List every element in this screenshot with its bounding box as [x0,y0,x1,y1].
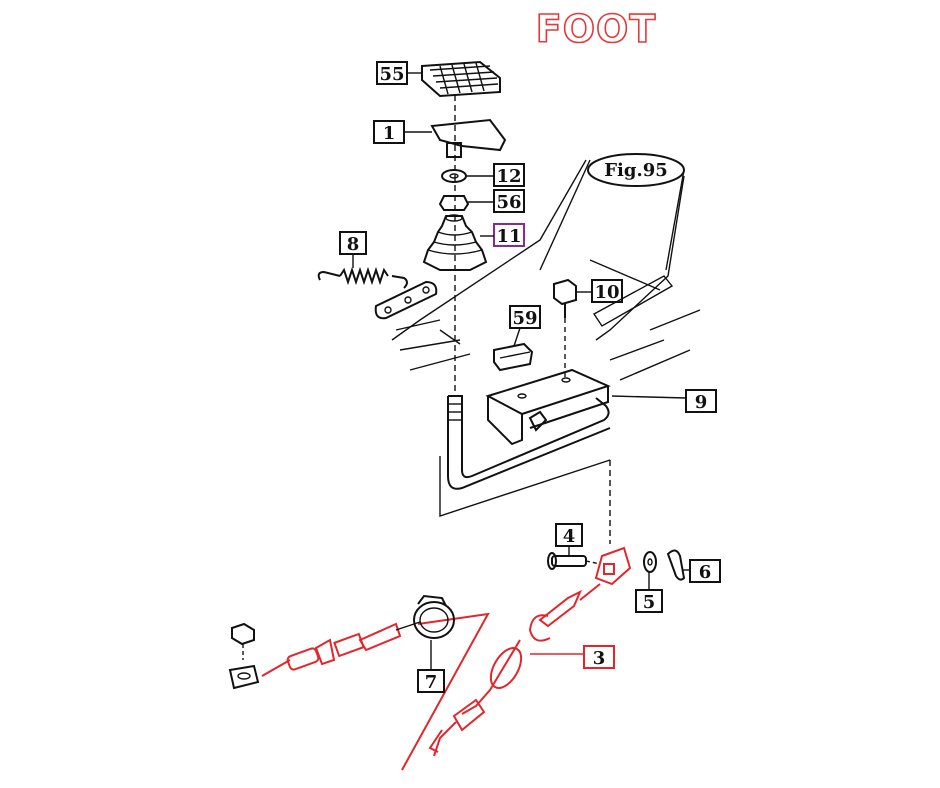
cotter-pin-part [666,549,686,581]
diagram-title: FOOT [536,7,657,51]
callout-56: 56 [468,189,525,213]
svg-text:11: 11 [496,226,521,247]
svg-text:55: 55 [379,64,404,85]
svg-text:1: 1 [383,123,396,144]
callout-9: 9 [611,389,717,413]
callout-4: 4 [555,523,583,556]
svg-text:8: 8 [347,234,360,255]
callout-3: 3 [530,645,615,669]
frame-structure [391,159,701,381]
link-plate-part [374,280,438,320]
bolt-part [553,278,577,380]
cable-end-fitting-part [261,621,421,677]
throttle-cable-part [401,546,632,771]
callout-1: 1 [373,120,432,144]
small-washer-part [643,551,657,573]
rubber-boot-part [422,214,488,271]
callout-7: 7 [417,640,445,693]
svg-text:7: 7 [425,672,438,693]
svg-text:12: 12 [496,166,521,187]
callout-10: 10 [576,279,623,303]
return-spring-part [317,266,408,289]
cable-clamp-part [413,594,455,639]
svg-text:5: 5 [643,592,656,613]
figure-reference: Fig.95 [539,153,685,271]
svg-text:10: 10 [594,282,619,303]
svg-text:59: 59 [512,308,537,329]
washer-part [441,169,467,183]
pedal-pad-part [421,60,501,98]
callout-5: 5 [635,572,663,613]
svg-text:4: 4 [563,526,576,547]
nut-part [438,195,470,211]
callout-6: 6 [682,559,721,583]
pedal-arm-part [430,118,507,158]
svg-text:56: 56 [496,192,521,213]
callout-11: 11 [480,223,525,247]
pad-block-part [493,342,534,372]
clevis-pin-part [547,552,601,570]
svg-text:9: 9 [695,392,708,413]
callout-55: 55 [376,61,422,85]
callout-59: 59 [509,305,541,347]
left-bolt-part [231,622,255,660]
lower-frame-outline [439,456,611,517]
callout-8: 8 [339,231,367,268]
callout-12: 12 [466,163,525,187]
svg-text:6: 6 [699,562,712,583]
svg-text:3: 3 [593,648,606,669]
svg-text:Fig.95: Fig.95 [604,160,668,181]
collar-nut-part [228,664,260,690]
pedal-bracket-part [447,368,611,490]
